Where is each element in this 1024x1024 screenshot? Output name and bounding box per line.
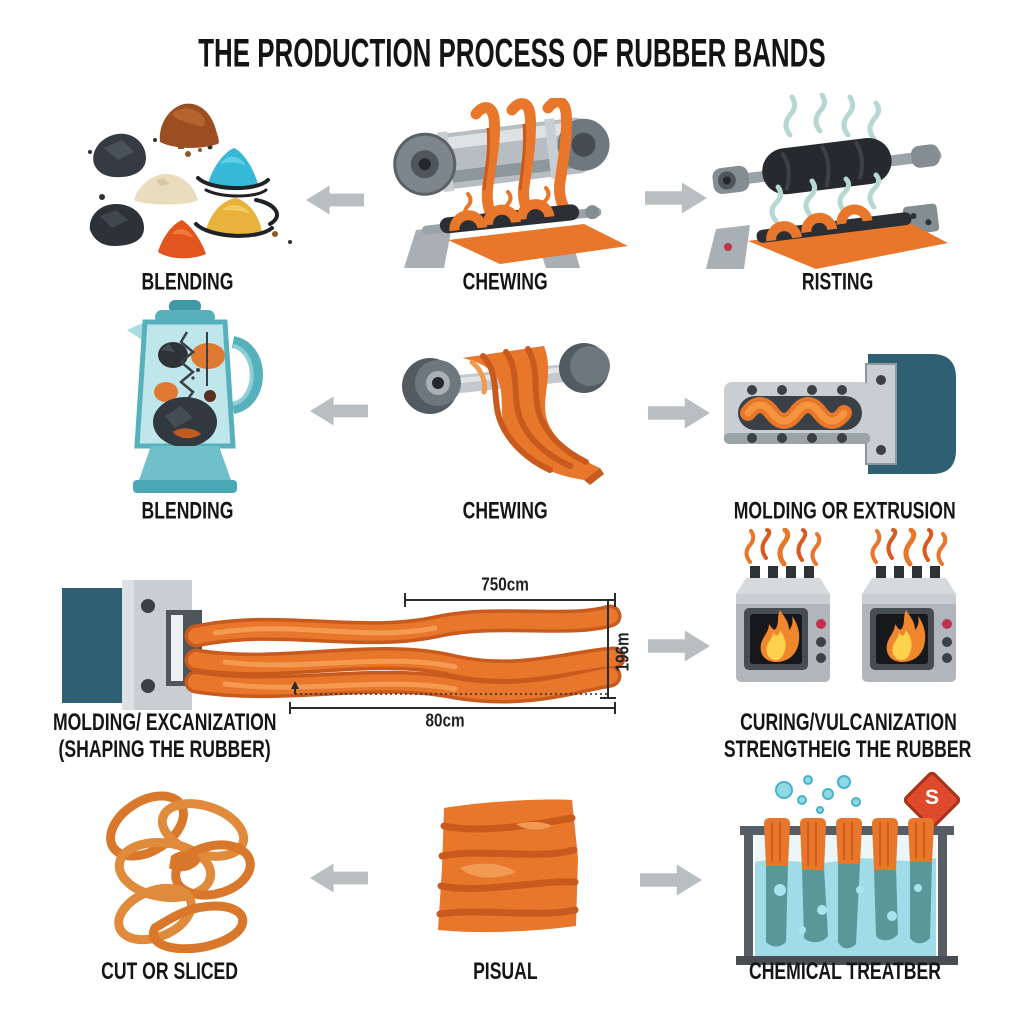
hazard-sign-icon (903, 771, 961, 829)
sheet-roller-icon (402, 343, 610, 485)
page-title-text: THE PRODUCTION PROCESS OF RUBBER BANDS (198, 31, 826, 76)
arrow-right-icon (648, 395, 710, 431)
risting-roller-icon (706, 93, 948, 269)
chemical-bath-icon (736, 771, 961, 965)
step-label-curing: CURING/VULCANIZATION STRENGTHEIG THE RUB… (724, 707, 972, 763)
blender-icon (127, 300, 263, 493)
raw-materials-illustration (60, 92, 310, 272)
step-label-pisual: PISUAL (472, 956, 538, 985)
rubber-bands-tangle-icon (106, 791, 255, 953)
chewing-mill-icon (393, 98, 628, 268)
arrow-right-icon (645, 180, 707, 216)
step-label-chemical: CHEMICAL TREATBER (749, 956, 941, 985)
arrow-right-icon (648, 628, 710, 664)
arrow-left-icon (310, 393, 368, 429)
arrow-left-icon (306, 182, 364, 218)
extrusion-machine-icon (724, 354, 956, 474)
hazard-sign-letter: S (924, 786, 939, 809)
step-label-cut: CUT OR SLICED (101, 956, 239, 985)
chemical-bath-illustration (732, 770, 967, 970)
rubber-sheet-icon (436, 799, 579, 933)
rubber-bands-tangle-illustration (85, 778, 285, 953)
page-title: THE PRODUCTION PROCESS OF RUBBER BANDS (0, 31, 1024, 76)
step-label-chewing-1: CHEWING (462, 267, 548, 296)
shaping-strands-illustration (50, 548, 635, 743)
step-label-molding-extrusion: MOLDING OR EXTRUSION (734, 496, 956, 525)
dimension-label-height: 196m (611, 632, 633, 672)
curing-ovens-icon (726, 528, 971, 703)
dimension-label-bottom: 80cm (425, 709, 465, 731)
step-label-blending-1: BLENDING (141, 267, 233, 296)
step-label-blending-2: BLENDING (141, 496, 233, 525)
raw-materials-icon (88, 103, 292, 259)
curing-ovens-illustration (726, 528, 971, 703)
step-label-chewing-2: CHEWING (462, 496, 548, 525)
arrow-left-icon (310, 860, 368, 896)
arrow-right-icon (640, 862, 702, 898)
risting-roller-illustration (698, 93, 958, 273)
extrusion-machine-illustration (718, 338, 958, 488)
sheet-roller-illustration (388, 328, 628, 488)
blender-illustration (95, 298, 275, 498)
chewing-mill-illustration (388, 98, 628, 268)
step-label-shaping: MOLDING/ EXCANIZATION (SHAPING THE RUBBE… (53, 707, 277, 763)
dimension-label-length: 750cm (481, 573, 529, 595)
rubber-sheet-illustration (420, 788, 600, 948)
shaping-strands-icon (62, 580, 626, 714)
dimension-lines (289, 593, 616, 714)
step-label-risting: RISTING (802, 267, 874, 296)
